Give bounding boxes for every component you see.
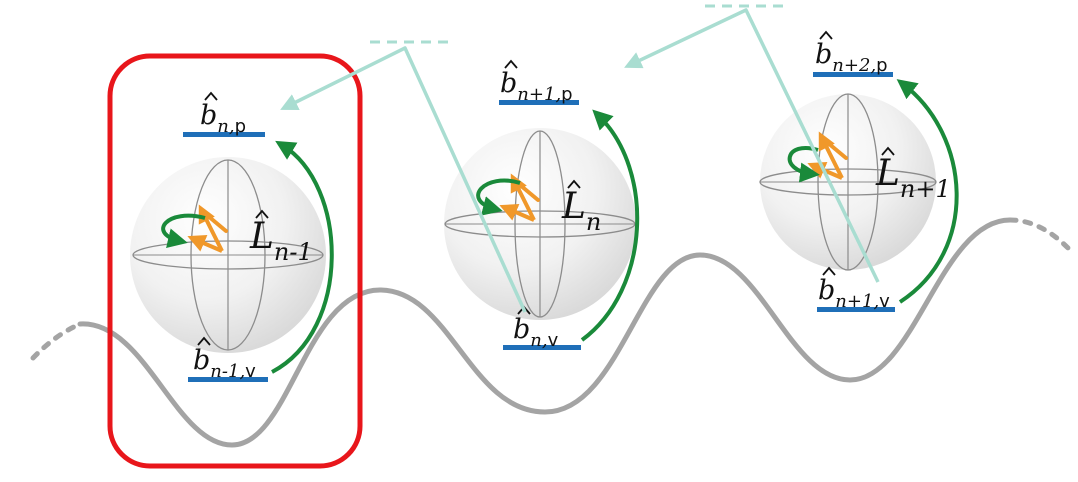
spin-vector [510, 173, 536, 221]
lower-level-label: bn+1,v [818, 275, 890, 312]
connector-right [624, 8, 880, 283]
upper-level-label-tag: p [876, 55, 887, 76]
lower-level-label-hat [822, 266, 836, 276]
operator-label-hat [567, 179, 581, 189]
upper-level-label-hat [204, 91, 218, 101]
operator-label-base: L [875, 153, 900, 194]
lower-level-bar [503, 345, 581, 350]
spin-vector [499, 203, 535, 222]
connector-arrows [280, 4, 880, 313]
operator-label: Ln [561, 186, 601, 236]
upper-level-label-comma: , [555, 84, 561, 105]
upper-level-label-tag: p [561, 84, 572, 105]
lower-level-label-sub: n+1 [835, 291, 873, 312]
operator-label: Ln-1 [249, 216, 313, 266]
operator-label: Ln+1 [875, 153, 951, 203]
operator-label-base: L [249, 216, 274, 257]
upper-level-label-hat [819, 30, 833, 40]
upper-level-label-comma: , [229, 116, 235, 137]
operator-label-sub: n [586, 208, 601, 236]
upper-level-bar [813, 72, 893, 77]
lower-level-label-tag: v [245, 361, 256, 382]
lower-level-label-comma: , [239, 361, 245, 382]
upper-level-label-sub: n+1 [517, 84, 555, 105]
upper-level-label-base: b [200, 100, 217, 131]
spin-vector [818, 131, 844, 179]
landscape-dotted-left [30, 321, 83, 361]
operator-label-sub: n+1 [900, 175, 951, 203]
landscape-dotted-right [1007, 217, 1071, 251]
lower-level-label-sub: n-1 [210, 361, 239, 382]
rotation-arrow [476, 178, 521, 216]
rotation-arrow [787, 146, 820, 183]
spin-vector [187, 234, 223, 253]
spin-vector [820, 136, 848, 160]
potential-landscape [30, 217, 1071, 448]
upper-level-label-sub: n [217, 116, 229, 137]
lower-level-label-tag: v [879, 291, 890, 312]
lower-level-label-sub: n [530, 330, 542, 351]
lower-level-label: bn-1,v [193, 345, 256, 382]
upper-level-label: bn+2,p [815, 39, 888, 76]
lower-level-label-base: b [818, 275, 835, 306]
operator-label-hat [881, 146, 895, 156]
sites-layer: Ln-1bn,pbn-1,vLnbn+1,pbn,vLn+1bn+2,pbn+1… [107, 30, 959, 469]
lower-level-label: bn,v [513, 314, 559, 351]
operator-label-base: L [561, 186, 586, 227]
transition-arrow [580, 109, 640, 342]
upper-level-label-sub: n+2 [832, 55, 870, 76]
operator-label-sub: n-1 [274, 238, 313, 266]
lower-level-label-base: b [513, 314, 530, 345]
lower-level-label-comma: , [873, 291, 879, 312]
landscape-curve [77, 217, 1013, 448]
site-1: Ln-1bn,pbn-1,v [107, 53, 363, 469]
upper-level-label-comma: , [870, 55, 876, 76]
upper-level-bar [183, 132, 265, 137]
operator-label-hat [255, 209, 269, 219]
highlight-box [107, 53, 363, 469]
site-3: Ln+1bn+2,pbn+1,v [759, 30, 959, 312]
upper-level-label-tag: p [235, 116, 246, 137]
lower-level-bar [817, 307, 895, 312]
transition-arrow [896, 79, 959, 304]
transition-arrow [271, 140, 334, 374]
connector-left [280, 46, 527, 313]
upper-level-label: bn+1,p [500, 68, 573, 105]
upper-level-label-base: b [815, 39, 832, 70]
lower-level-label-base: b [193, 345, 210, 376]
lower-level-label-hat [197, 336, 211, 346]
lower-level-label-comma: , [542, 330, 548, 351]
upper-level-bar [499, 100, 579, 105]
upper-level-label-base: b [500, 68, 517, 99]
upper-level-label-hat [504, 59, 518, 69]
upper-level-label: bn,p [200, 100, 246, 137]
lower-level-label-tag: v [548, 330, 559, 351]
spin-vector [198, 204, 224, 252]
rotation-arrow [161, 213, 206, 248]
spin-vector [200, 209, 228, 233]
lower-level-bar [188, 377, 268, 382]
